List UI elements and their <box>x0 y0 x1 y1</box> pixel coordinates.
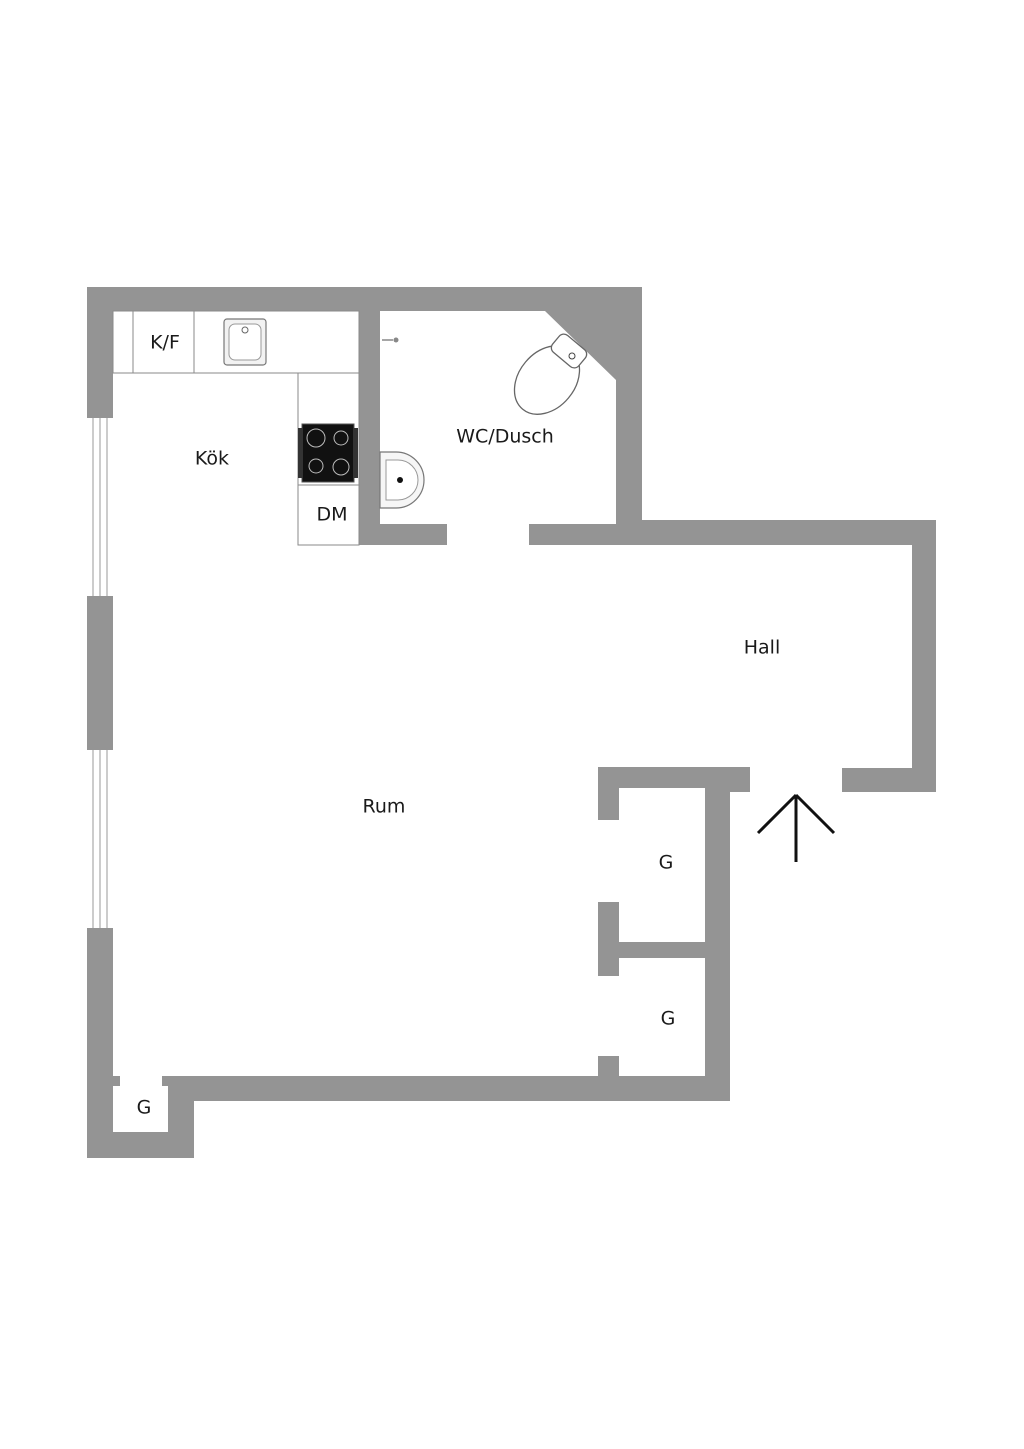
outer-wall <box>87 287 936 792</box>
left-wall-mid <box>87 596 113 750</box>
label-storage-upper: G <box>659 852 674 874</box>
label-dishwasher: DM <box>316 504 347 526</box>
stove-icon <box>298 423 358 483</box>
label-hall: Hall <box>744 637 781 659</box>
label-living-room: Rum <box>363 796 406 818</box>
shower-head-icon <box>382 337 399 343</box>
label-fridge-freezer: K/F <box>150 332 180 354</box>
left-wall-bottom <box>87 767 750 1158</box>
walls <box>87 287 936 1158</box>
toilet-icon <box>513 333 588 415</box>
label-storage-corner: G <box>137 1097 152 1119</box>
kitchen-counters <box>112 310 360 546</box>
label-kitchen: Kök <box>195 448 229 470</box>
label-bathroom: WC/Dusch <box>456 426 554 448</box>
windows <box>87 418 113 928</box>
kitchen-sink-icon <box>223 318 267 366</box>
kitchen-bathroom-wall <box>359 311 380 524</box>
bathroom-fixtures <box>379 333 588 509</box>
washbasin-icon <box>379 451 425 509</box>
entrance-arrow-icon <box>756 793 836 862</box>
label-storage-lower: G <box>661 1008 676 1030</box>
